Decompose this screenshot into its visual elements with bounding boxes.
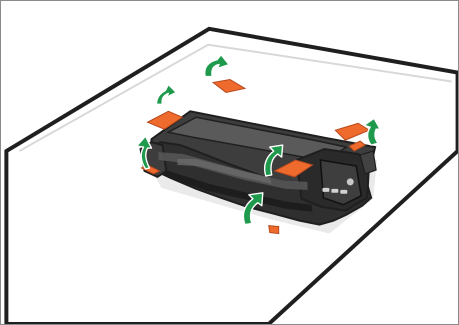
cartridge-right-button (347, 178, 354, 185)
cartridge-port-2 (331, 189, 338, 193)
tape-bottom-right (269, 226, 279, 234)
cartridge-right-face (320, 160, 361, 205)
cartridge-port-1 (322, 188, 329, 192)
cartridge-port-3 (340, 190, 347, 194)
